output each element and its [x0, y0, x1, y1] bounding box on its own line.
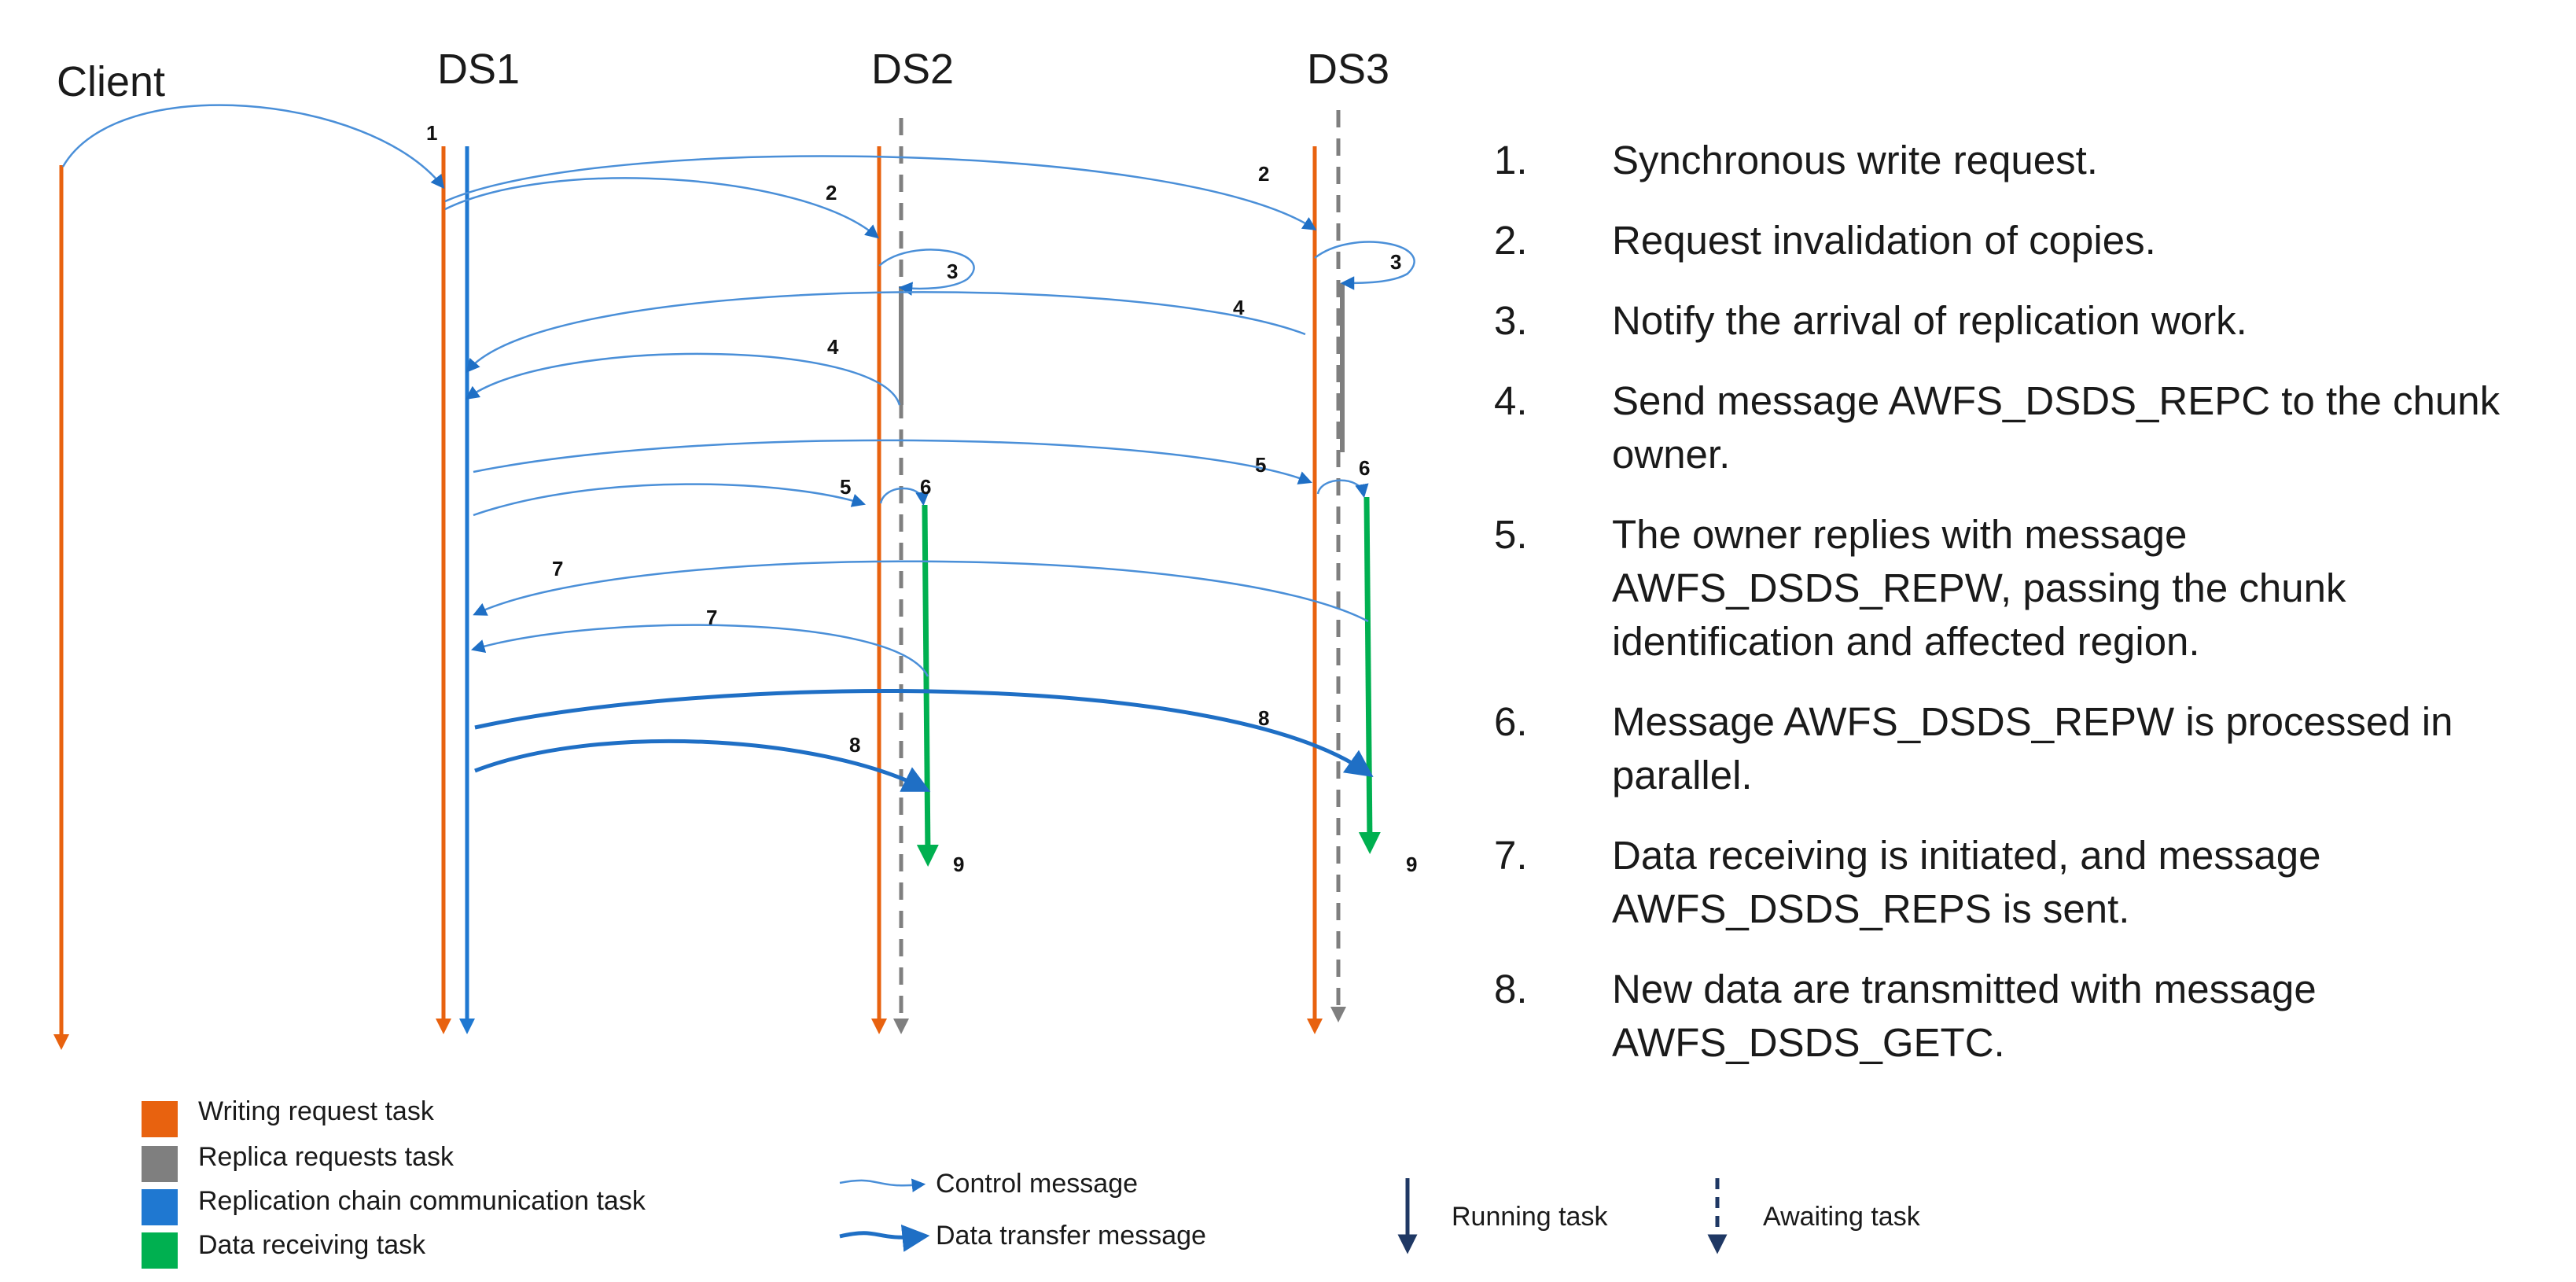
msg-7-reps-from-ds2	[470, 624, 929, 677]
msg-4-repc-from-ds2	[465, 352, 901, 406]
legend-swatch-writing	[142, 1101, 178, 1137]
step-item: 7. Data receiving is initiated, and messa…	[1494, 829, 2563, 936]
message-number-labels: 1 2 2 3 3 4 4 5 5 6 6 7 7 8 8 9 9	[426, 121, 1417, 876]
step-number: 2.	[1494, 218, 1528, 263]
legend-data-arrow	[839, 1224, 930, 1252]
msg-3-notify-ds2	[878, 249, 975, 296]
ds2-receiving-task-line	[916, 504, 939, 867]
data-transfer-messages	[474, 689, 1374, 792]
column-label-client: Client	[57, 58, 165, 105]
num-label-5-ds3: 5	[1255, 453, 1266, 477]
num-label-4-ds2: 4	[827, 335, 839, 359]
step-number: 5.	[1494, 512, 1528, 557]
msg-5-repw-to-ds3	[473, 439, 1312, 484]
msg-4-repc-from-ds3	[466, 291, 1306, 373]
step-text: The owner replies with message AWFS_DSDS…	[1612, 512, 2346, 664]
legend-swatch-chain	[142, 1189, 178, 1225]
step-text: Synchronous write request.	[1612, 138, 2098, 182]
msg-6-parallel-ds2	[879, 487, 929, 507]
step-text: Send message AWFS_DSDS_REPC to the chunk…	[1612, 378, 2501, 477]
lifelines	[53, 110, 1381, 1050]
legend-label-chain: Replication chain communication task	[198, 1186, 646, 1216]
legend-label-running: Running task	[1452, 1202, 1608, 1232]
msg-8-getc-to-ds2	[474, 739, 931, 792]
num-label-6-ds3: 6	[1359, 456, 1370, 480]
step-item: 1. Synchronous write request.	[1494, 134, 2563, 187]
legend-swatch-replica	[142, 1146, 178, 1182]
msg-8-getc-to-ds3	[474, 689, 1374, 778]
num-label-2-ds2: 2	[826, 181, 837, 204]
column-label-ds1: DS1	[437, 46, 520, 93]
step-item: 3. Notify the arrival of replication work…	[1494, 294, 2563, 348]
num-label-9-ds3: 9	[1406, 853, 1417, 876]
msg-7-reps-from-ds3	[473, 560, 1369, 623]
msg-3-notify-ds3	[1314, 241, 1415, 290]
legend-task-colors: Writing request task Replica requests ta…	[142, 1096, 646, 1269]
num-label-7-ds3: 7	[552, 557, 563, 580]
legend-control-arrow	[839, 1178, 926, 1192]
legend-label-writing: Writing request task	[198, 1096, 435, 1126]
msg-1-write-request	[61, 104, 445, 190]
num-label-9-ds2: 9	[953, 853, 964, 876]
step-item: 8. New data are transmitted with message …	[1494, 963, 2563, 1070]
control-messages	[61, 104, 1415, 677]
step-item: 6. Message AWFS_DSDS_REPW is processed in…	[1494, 695, 2563, 802]
legend-label-data: Data transfer message	[936, 1221, 1206, 1251]
num-label-5-ds2: 5	[840, 475, 851, 499]
num-label-1: 1	[426, 121, 437, 145]
msg-2-invalidate-ds3	[444, 155, 1317, 230]
num-label-6-ds2: 6	[920, 475, 931, 499]
step-number: 1.	[1494, 138, 1528, 182]
step-text: Data receiving is initiated, and message…	[1612, 833, 2321, 931]
legend-label-replica: Replica requests task	[198, 1142, 454, 1172]
num-label-2-ds3: 2	[1258, 162, 1269, 186]
legend-task-states: Running task Awaiting task	[1397, 1178, 1921, 1254]
step-list: 1. Synchronous write request. 2. Request i…	[1494, 134, 2563, 1096]
num-label-8-ds2: 8	[849, 733, 860, 757]
ds3-receiving-task-line	[1358, 496, 1381, 854]
step-text: Message AWFS_DSDS_REPW is processed in p…	[1612, 699, 2453, 798]
num-label-4-ds3: 4	[1233, 296, 1245, 319]
step-text: Notify the arrival of replication work.	[1612, 298, 2247, 343]
msg-6-parallel-ds3	[1316, 479, 1369, 499]
step-item: 2. Request invalidation of copies.	[1494, 214, 2563, 267]
step-number: 7.	[1494, 833, 1528, 878]
step-text: New data are transmitted with message AW…	[1612, 967, 2317, 1065]
msg-2-invalidate-ds2	[444, 177, 880, 239]
num-label-7-ds2: 7	[706, 606, 717, 629]
step-number: 3.	[1494, 298, 1528, 343]
num-label-3-ds3: 3	[1390, 250, 1401, 274]
step-number: 8.	[1494, 967, 1528, 1011]
num-label-8-ds3: 8	[1258, 706, 1269, 730]
legend-label-control: Control message	[936, 1169, 1138, 1199]
column-label-ds2: DS2	[871, 46, 954, 93]
msg-5-repw-to-ds2	[473, 483, 867, 517]
step-item: 4. Send message AWFS_DSDS_REPC to the chu…	[1494, 374, 2563, 481]
legend-swatch-receiving	[142, 1232, 178, 1269]
step-text: Request invalidation of copies.	[1612, 218, 2156, 263]
legend-message-types: Control message Data transfer message	[839, 1169, 1206, 1252]
step-number: 6.	[1494, 699, 1528, 744]
legend-label-receiving: Data receiving task	[198, 1230, 426, 1260]
step-number: 4.	[1494, 378, 1528, 423]
column-label-ds3: DS3	[1307, 46, 1389, 93]
step-item: 5. The owner replies with message AWFS_DS…	[1494, 508, 2563, 669]
num-label-3-ds2: 3	[947, 260, 958, 283]
legend-label-awaiting: Awaiting task	[1763, 1202, 1921, 1232]
